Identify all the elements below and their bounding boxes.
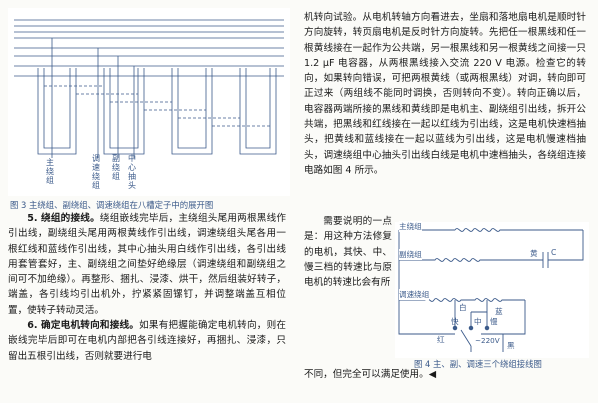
center-tap-label: 中心抽头 bbox=[128, 154, 136, 190]
figure-3-caption: 图 3 主绕组、副绕组、调速绕组在八槽定子中的展开图 bbox=[10, 200, 214, 210]
speed-winding-coil bbox=[399, 298, 525, 302]
section-6-paragraph: 6. 确定电机转向和接线。如果有把握能确定电机转向，则在嵌线完毕后即可在电机内部… bbox=[8, 318, 286, 364]
fig4-red-label: 红 bbox=[437, 335, 445, 344]
figure-4-caption: 图 4 主、副、调速三个绕组接线图 bbox=[414, 359, 542, 369]
fig4-capacitor-label: C bbox=[551, 248, 557, 257]
section-5-body: 绕组嵌线完毕后，主绕组头尾用两根黑线作引出线，副绕组头尾用两根黄线作引出线，调速… bbox=[8, 213, 287, 316]
main-winding-label: 主绕组 bbox=[46, 158, 54, 185]
section-6-body: 如果有把握能确定电机转向，则在嵌线完毕后即可在电机内部把各引线连接好，再捆扎、浸… bbox=[8, 320, 286, 362]
right-column-top: 机转向试验。从电机转轴方向看进去，坐扇和落地扇电机是顺时针方向旋转，转页扇电机是… bbox=[304, 10, 586, 178]
fig4-aux-label: 副绕组 bbox=[399, 249, 422, 260]
left-column: 5. 绕组的接线。绕组嵌线完毕后，主绕组头尾用两根黑线作引出线，副绕组头尾用两根… bbox=[8, 211, 286, 364]
speed-winding-label: 调速绕组 bbox=[92, 154, 100, 190]
right-column-wrap: 需要说明的一点是：用这种方法修复的电机，其快、中、慢三档的转速比与原电机的转速比… bbox=[304, 214, 392, 290]
note-paragraph: 需要说明的一点是：用这种方法修复的电机，其快、中、慢三档的转速比与原电机的转速比… bbox=[304, 216, 392, 289]
section-6-heading: 6. 确定电机转向和接线。 bbox=[27, 320, 140, 332]
fig4-speed-label: 调速绕组 bbox=[399, 289, 430, 300]
fig4-voltage-label: ~220V bbox=[475, 336, 500, 345]
fig4-fast-label: 快 bbox=[451, 317, 459, 326]
aux-winding-label: 副绕组 bbox=[112, 154, 120, 181]
figure-3: 主绕组 调速绕组 副绕组 中心抽头 bbox=[8, 8, 290, 196]
closing-line: 不同，但完全可以满足使用。◀ bbox=[304, 369, 437, 380]
fig4-main-label: 主绕组 bbox=[399, 221, 422, 232]
fig4-mid-label: 中 bbox=[474, 317, 482, 326]
fig4-yellow-label: 黄 bbox=[530, 249, 538, 258]
fig4-white-label: 白 bbox=[459, 303, 467, 312]
figure-4: 主绕组 副绕组 黄 C 调速绕组 白 红 快 中 慢 蓝 ~220V 黑 bbox=[395, 221, 589, 358]
winding-lines bbox=[14, 19, 284, 158]
fig4-blue-label: 蓝 bbox=[495, 307, 503, 316]
section-5-heading: 5. 绕组的接线。 bbox=[27, 213, 100, 224]
right-paragraph: 机转向试验。从电机转轴方向看进去，坐扇和落地扇电机是顺时针方向旋转，转页扇电机是… bbox=[304, 12, 586, 176]
right-column-bottom: 不同，但完全可以满足使用。◀ bbox=[304, 367, 586, 382]
section-5-paragraph: 5. 绕组的接线。绕组嵌线完毕后，主绕组头尾用两根黑线作引出线，副绕组头尾用两根… bbox=[8, 211, 286, 318]
fig4-slow-label: 慢 bbox=[490, 317, 498, 326]
winding-unfold-diagram bbox=[8, 8, 290, 196]
fig4-black-label: 黑 bbox=[507, 341, 515, 350]
aux-winding-coil bbox=[399, 258, 533, 262]
